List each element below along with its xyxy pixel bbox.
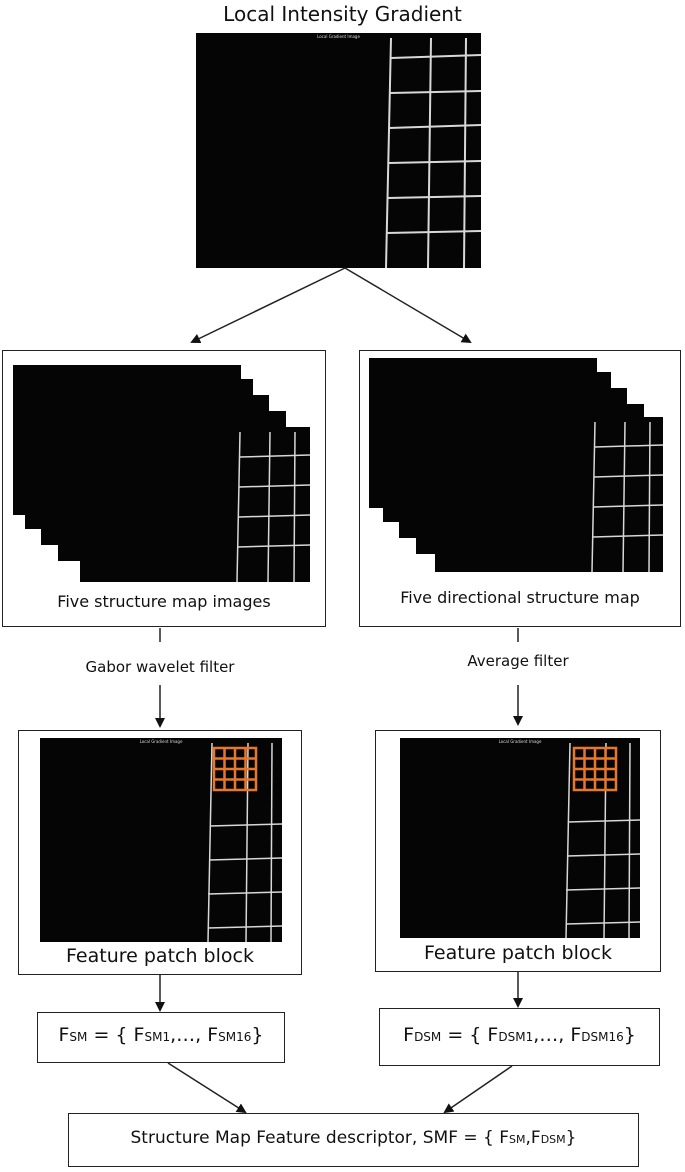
image-caption: Local Gradient Image: [317, 34, 360, 39]
patch-grid: [572, 746, 618, 792]
smf-descriptor-box: [68, 1113, 639, 1167]
structure-map-caption: Five structure map images: [57, 592, 271, 611]
fsm-formula-box: [37, 1012, 285, 1063]
diagram-title: Local Intensity Gradient: [223, 2, 462, 26]
fdsm-formula: FDSM = { FDSM1,…, FDSM16}: [403, 1024, 636, 1046]
directional-structure-map-caption: Five directional structure map: [400, 588, 640, 607]
average-filter-label: Average filter: [467, 652, 569, 670]
smf-descriptor: Structure Map Feature descriptor, SMF = …: [130, 1128, 577, 1148]
fsm-formula: FSM = { FSM1,…, FSM16}: [58, 1024, 264, 1046]
right-patch-image: Local Gradient Image: [400, 738, 640, 938]
left-patch-caption: Feature patch block: [66, 945, 254, 967]
left-patch-image: Local Gradient Image: [40, 738, 282, 942]
grid-structure: [385, 37, 481, 268]
gabor-filter-label: Gabor wavelet filter: [85, 658, 235, 676]
local-gradient-image: Local Gradient Image: [196, 33, 481, 268]
right-patch-caption: Feature patch block: [424, 942, 612, 964]
fdsm-formula-box: [379, 1008, 660, 1066]
patch-grid: [212, 746, 258, 792]
